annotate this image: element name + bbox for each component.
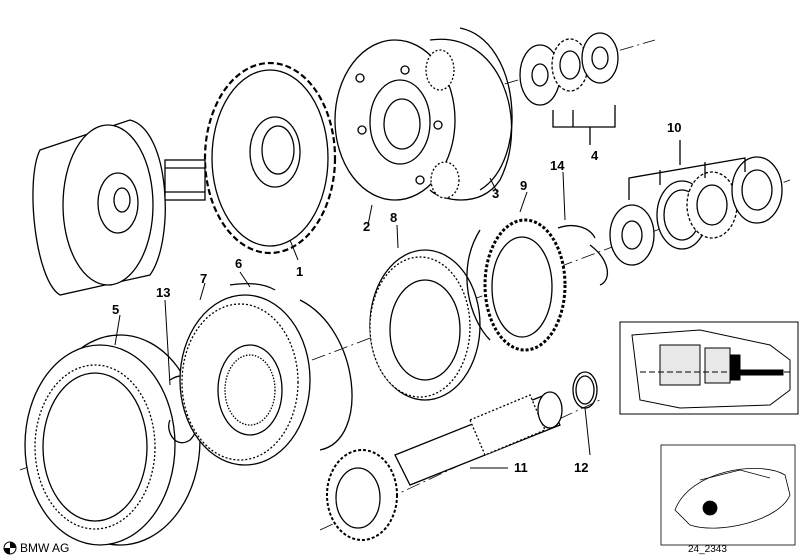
transmission-inset-icon: [619, 321, 799, 415]
part-12-o-ring: [572, 371, 598, 409]
part-2-planet-carrier: [334, 27, 513, 201]
part-5-ring-gear: [24, 334, 201, 546]
part-7-carrier: [179, 294, 311, 466]
leader-lines: [114, 171, 591, 469]
callout-11: 11: [514, 460, 528, 475]
callout-8: 8: [390, 210, 397, 225]
part-1-sprocket: [203, 61, 337, 255]
callout-14: 14: [550, 158, 565, 173]
callout-12: 12: [574, 460, 588, 475]
part-6-retaining-ring: [229, 283, 353, 451]
callout-7: 7: [200, 271, 207, 286]
clutch-drum: [32, 119, 206, 296]
part-9-gear: [483, 218, 567, 352]
callout-1: 1: [296, 264, 303, 279]
reference-code: 24_2343: [688, 544, 727, 555]
callout-4: 4: [591, 148, 599, 163]
callout-3: 3: [492, 186, 499, 201]
callout-13: 13: [156, 285, 170, 300]
copyright-brand: BMW AG: [20, 541, 69, 555]
car-locator-icon: [660, 444, 796, 546]
part-10-bearing-set: [609, 140, 783, 266]
part-8-friction-ring: [369, 249, 481, 401]
callout-2: 2: [363, 219, 370, 234]
part-14-snap-ring: [557, 224, 609, 286]
part-4-bearing-set: [519, 32, 619, 145]
callout-9: 9: [520, 178, 527, 193]
callout-10: 10: [667, 120, 681, 135]
bmw-logo-icon: [3, 541, 17, 555]
callout-5: 5: [112, 302, 119, 317]
part-11-shaft: [326, 391, 563, 541]
callout-6: 6: [235, 256, 242, 271]
part-3-ring: [466, 229, 491, 341]
